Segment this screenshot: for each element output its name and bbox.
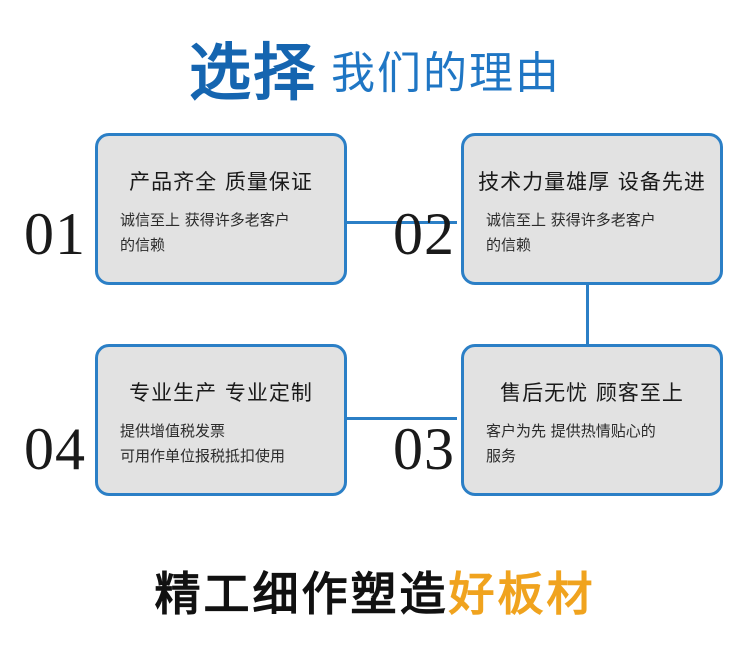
card-01[interactable]: 产品齐全 质量保证 诚信至上 获得许多老客户 的信赖: [95, 133, 347, 285]
card-04-body: 提供增值税发票 可用作单位报税抵扣使用: [120, 419, 326, 469]
card-02-body: 诚信至上 获得许多老客户 的信赖: [486, 208, 702, 258]
footer-slogan-accent: 好板材: [448, 567, 596, 621]
card-04-title: 专业生产 专业定制: [129, 381, 313, 405]
card-02-line-1: 诚信至上 获得许多老客户: [486, 211, 656, 229]
card-03-line-2: 服务: [486, 447, 517, 465]
card-01-line-1: 诚信至上 获得许多老客户: [120, 211, 290, 229]
page-title-strong: 选择: [188, 36, 317, 109]
card-03-body: 客户为先 提供热情贴心的 服务: [486, 419, 702, 469]
card-04-line-1: 提供增值税发票: [120, 422, 226, 440]
card-01-title: 产品齐全 质量保证: [129, 170, 313, 194]
card-number-03: 03: [393, 416, 455, 482]
card-04-line-2: 可用作单位报税抵扣使用: [120, 447, 286, 465]
footer-slogan-dark: 精工细作塑造: [154, 567, 449, 621]
card-04[interactable]: 专业生产 专业定制 提供增值税发票 可用作单位报税抵扣使用: [95, 344, 347, 496]
card-number-04: 04: [24, 416, 86, 482]
card-03[interactable]: 售后无忧 顾客至上 客户为先 提供热情贴心的 服务: [461, 344, 723, 496]
footer-slogan: 精工细作塑造好板材: [0, 558, 750, 624]
card-03-title: 售后无忧 顾客至上: [500, 381, 684, 405]
page-title: 选择我们的理由: [0, 22, 750, 112]
card-02[interactable]: 技术力量雄厚 设备先进 诚信至上 获得许多老客户 的信赖: [461, 133, 723, 285]
card-02-line-2: 的信赖: [486, 236, 532, 254]
connector-02-03-vertical: [586, 282, 589, 344]
card-number-01: 01: [24, 201, 86, 267]
connector-04-03: [347, 417, 457, 420]
connector-01-02: [347, 221, 457, 224]
card-02-title: 技术力量雄厚 设备先进: [478, 170, 706, 194]
card-03-line-1: 客户为先 提供热情贴心的: [486, 422, 656, 440]
card-01-line-2: 的信赖: [120, 236, 166, 254]
card-number-02: 02: [393, 201, 455, 267]
page-title-light: 我们的理由: [331, 48, 561, 99]
card-01-body: 诚信至上 获得许多老客户 的信赖: [120, 208, 326, 258]
